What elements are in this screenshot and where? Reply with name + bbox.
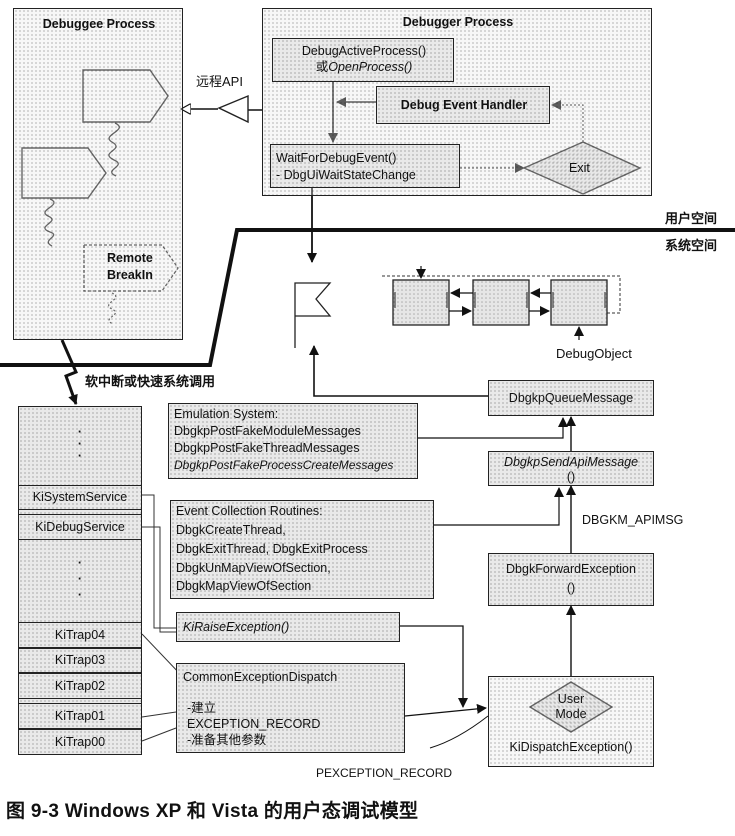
user-mode-diamond	[528, 681, 614, 733]
debugobject-label: DebugObject	[556, 346, 632, 361]
kiraiseexception-label: KiRaiseException()	[183, 620, 290, 634]
debugobject-flag	[294, 282, 332, 348]
event-collection-line-2: DbgkExitThread, DbgkExitProcess	[176, 542, 368, 556]
figure-caption: 图 9-3 Windows XP 和 Vista 的用户态调试模型	[6, 801, 419, 822]
trap04-connector	[141, 633, 183, 677]
kitrap03-cell: KiTrap03	[18, 648, 142, 673]
raise-to-dispatch-arrow	[400, 625, 468, 708]
event-collection-line-3: DbgkUnMapViewOfSection,	[176, 561, 331, 575]
common-dispatch-line-2: EXCEPTION_RECORD	[187, 717, 321, 731]
common-dispatch-title: CommonExceptionDispatch	[183, 670, 338, 684]
kitrap00-cell: KiTrap00	[18, 729, 142, 755]
attach-line-1: DebugActiveProcess()	[301, 44, 427, 58]
dbgkm-apimsg-label: DBGKM_APIMSG	[582, 513, 684, 527]
table-dot-5: ·	[77, 572, 83, 586]
common-dispatch-line-1: -建立	[187, 701, 217, 715]
dbgkpsendapimessage-label: DbgkpSendApiMessage	[503, 455, 639, 469]
exit-to-handler-arrow	[551, 100, 584, 146]
event-collection-title: Event Collection Routines:	[176, 504, 323, 518]
user-system-boundary	[0, 228, 735, 367]
user-mode-label-2: Mode	[555, 707, 587, 721]
emulation-to-sendapi-arrow	[418, 417, 568, 439]
remote-api-triangle	[217, 94, 249, 124]
dbgkforwardexception-box: DbgkForwardException ()	[488, 553, 654, 606]
pexception-record-label: PEXCEPTION_RECORD	[316, 766, 453, 780]
syscall-arrow	[60, 339, 78, 405]
kidebugservice-connector	[142, 526, 176, 633]
wait-line-2: - DbgUiWaitStateChange	[276, 168, 416, 182]
attach-process-box: DebugActiveProcess() 或OpenProcess()	[272, 38, 454, 82]
trap01-connector	[141, 711, 177, 718]
emulation-title: Emulation System:	[174, 407, 279, 421]
table-dot-4: ·	[77, 556, 83, 570]
debugger-process-title: Debugger Process	[402, 15, 514, 29]
kidispatchexception-label: KiDispatchException()	[509, 740, 633, 754]
kidebugservice-cell: KiDebugService	[18, 514, 142, 540]
emulation-line-3: DbgkpPostFakeProcessCreateMessages	[174, 458, 394, 472]
table-dot-2: ·	[77, 437, 83, 451]
user-mode-label-1: User	[557, 692, 585, 706]
emulation-line-2: DbgkpPostFakeThreadMessages	[174, 441, 360, 455]
common-to-dispatch-arrow	[404, 703, 487, 717]
debuggee-thread-shape-2	[21, 147, 107, 199]
event-collection-line-1: DbgkCreateThread,	[176, 523, 286, 537]
events-to-sendapi-arrow	[434, 487, 564, 526]
kitrap02-cell: KiTrap02	[18, 673, 142, 699]
queue-node-2	[472, 279, 530, 326]
queue-to-debugobject-arrow	[309, 345, 488, 397]
kisystemservice-cell: KiSystemService	[18, 485, 142, 510]
remote-api-label: 远程API	[196, 74, 243, 89]
wait-line-1: WaitForDebugEvent()	[276, 151, 397, 165]
syscall-label: 软中断或快速系统调用	[85, 374, 216, 389]
event-collection-line-4: DbgkMapViewOfSection	[176, 579, 312, 593]
debug-event-handler-label: Debug Event Handler	[400, 98, 528, 112]
kitrap01-cell: KiTrap01	[18, 703, 142, 729]
remote-breakin-shape	[83, 244, 179, 292]
debuggee-thread-shape-1	[82, 69, 169, 123]
event-collection-box: Event Collection Routines: DbgkCreateThr…	[170, 500, 434, 599]
kiraiseexception-box: KiRaiseException()	[176, 612, 400, 642]
pexception-arrow-curve	[429, 715, 489, 749]
remote-breakin-label-2: BreakIn	[107, 268, 153, 282]
debuggee-squiggle-2	[44, 198, 55, 247]
table-dot-3: ·	[77, 449, 83, 463]
dbgkpqueuemessage-label: DbgkpQueueMessage	[508, 391, 634, 405]
debuggee-process-title: Debuggee Process	[42, 17, 156, 31]
user-space-label: 用户空间	[665, 211, 718, 226]
dbgkpsendapimessage-box: DbgkpSendApiMessage ()	[488, 451, 654, 486]
kidispatchexception-box: KiDispatchException()	[488, 676, 654, 767]
remote-breakin-squiggle	[108, 292, 117, 325]
system-space-label: 系统空间	[665, 238, 718, 253]
kisystemservice-connector	[142, 494, 176, 629]
emulation-system-box: Emulation System: DbgkpPostFakeModuleMes…	[168, 403, 418, 479]
dbgkpsendapimessage-parens: ()	[566, 470, 576, 484]
wait-for-debug-event-box: WaitForDebugEvent() - DbgUiWaitStateChan…	[270, 144, 460, 188]
trap00-connector	[141, 727, 177, 742]
dbgkforwardexception-label: DbgkForwardException	[506, 562, 636, 576]
emulation-line-1: DbgkpPostFakeModuleMessages	[174, 424, 361, 438]
debuggee-process-box: Debuggee Process	[13, 8, 183, 340]
debug-event-handler-box: Debug Event Handler	[376, 86, 550, 124]
debuggee-squiggle-1	[108, 122, 120, 177]
dbgkpqueuemessage-box: DbgkpQueueMessage	[488, 380, 654, 416]
exit-diamond	[522, 141, 642, 195]
remote-breakin-label-1: Remote	[107, 251, 153, 265]
table-dot-1: ·	[77, 425, 83, 439]
common-exception-dispatch-box: CommonExceptionDispatch -建立 EXCEPTION_RE…	[176, 663, 405, 753]
exit-label: Exit	[569, 161, 590, 175]
attach-line-2: 或OpenProcess()	[315, 60, 413, 74]
queue-node-3	[550, 279, 608, 326]
dbgkforwardexception-parens: ()	[566, 581, 576, 595]
kitrap04-cell: KiTrap04	[18, 622, 142, 648]
common-dispatch-line-3: -准备其他参数	[187, 733, 267, 747]
queue-node-1	[392, 279, 450, 326]
table-dot-6: ·	[77, 588, 83, 602]
